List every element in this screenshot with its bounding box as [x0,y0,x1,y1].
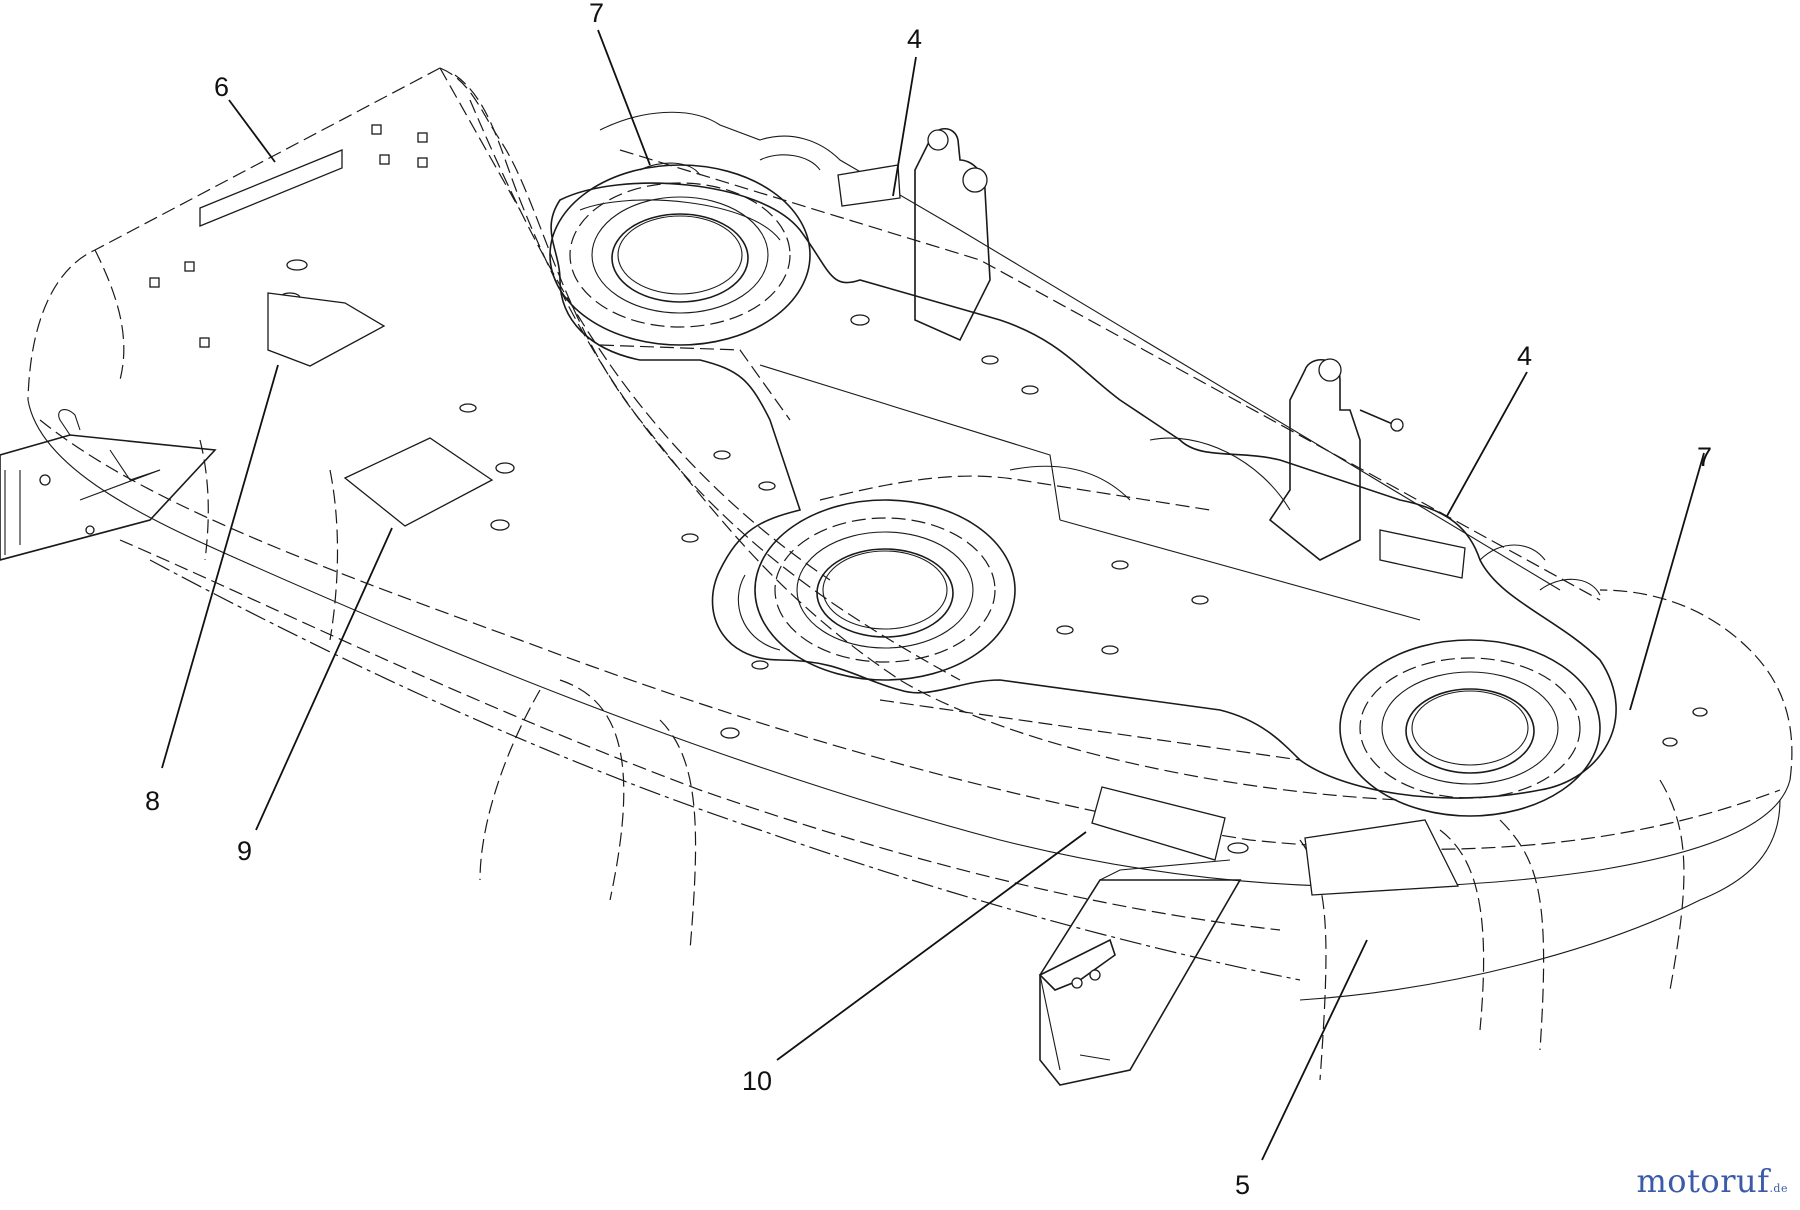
deck-holes [149,124,1708,854]
decal-4b [1379,529,1466,579]
callout-7b: 7 [1697,442,1712,472]
watermark-suffix: .de [1769,1182,1788,1195]
rear-rail [599,111,1601,601]
spindle-right [1339,639,1601,817]
leader-5 [1261,939,1368,1161]
decal-6 [199,149,343,227]
right-front-bracket [1038,859,1242,1086]
left-front-bracket [0,409,217,561]
leader-4b [1446,371,1528,517]
callout-4b: 4 [1517,341,1532,371]
watermark-logo: motoruf.de [1636,1162,1788,1200]
callout-labels: 7 4 6 4 7 8 9 10 5 [145,0,1712,1200]
decal-10 [1091,786,1226,861]
leader-8 [161,364,279,769]
callout-8: 8 [145,786,160,816]
decal-8 [267,292,386,367]
leader-10 [776,831,1087,1061]
decal-5 [1304,819,1460,896]
callout-5: 5 [1235,1170,1250,1200]
right-rear-bracket [1268,358,1404,561]
left-rear-bracket [914,127,991,342]
leader-9 [255,527,393,831]
callout-7a: 7 [589,0,604,28]
leader-6 [228,99,276,163]
callout-9: 9 [237,836,252,866]
deck-outline [27,67,1793,1081]
leader-lines [161,29,1705,1161]
spindle-center [754,499,1016,681]
callout-6: 6 [214,72,229,102]
decal-4a [837,164,901,207]
watermark-text: motoruf [1636,1162,1770,1200]
leader-7b [1629,452,1705,711]
spindle-plate [550,182,1617,799]
decals [199,149,1466,896]
spindle-left [549,164,811,346]
callout-10: 10 [742,1066,772,1096]
leader-7a [597,29,651,166]
callout-4a: 4 [907,24,922,54]
decal-9 [343,437,494,527]
leader-4a [892,56,917,197]
